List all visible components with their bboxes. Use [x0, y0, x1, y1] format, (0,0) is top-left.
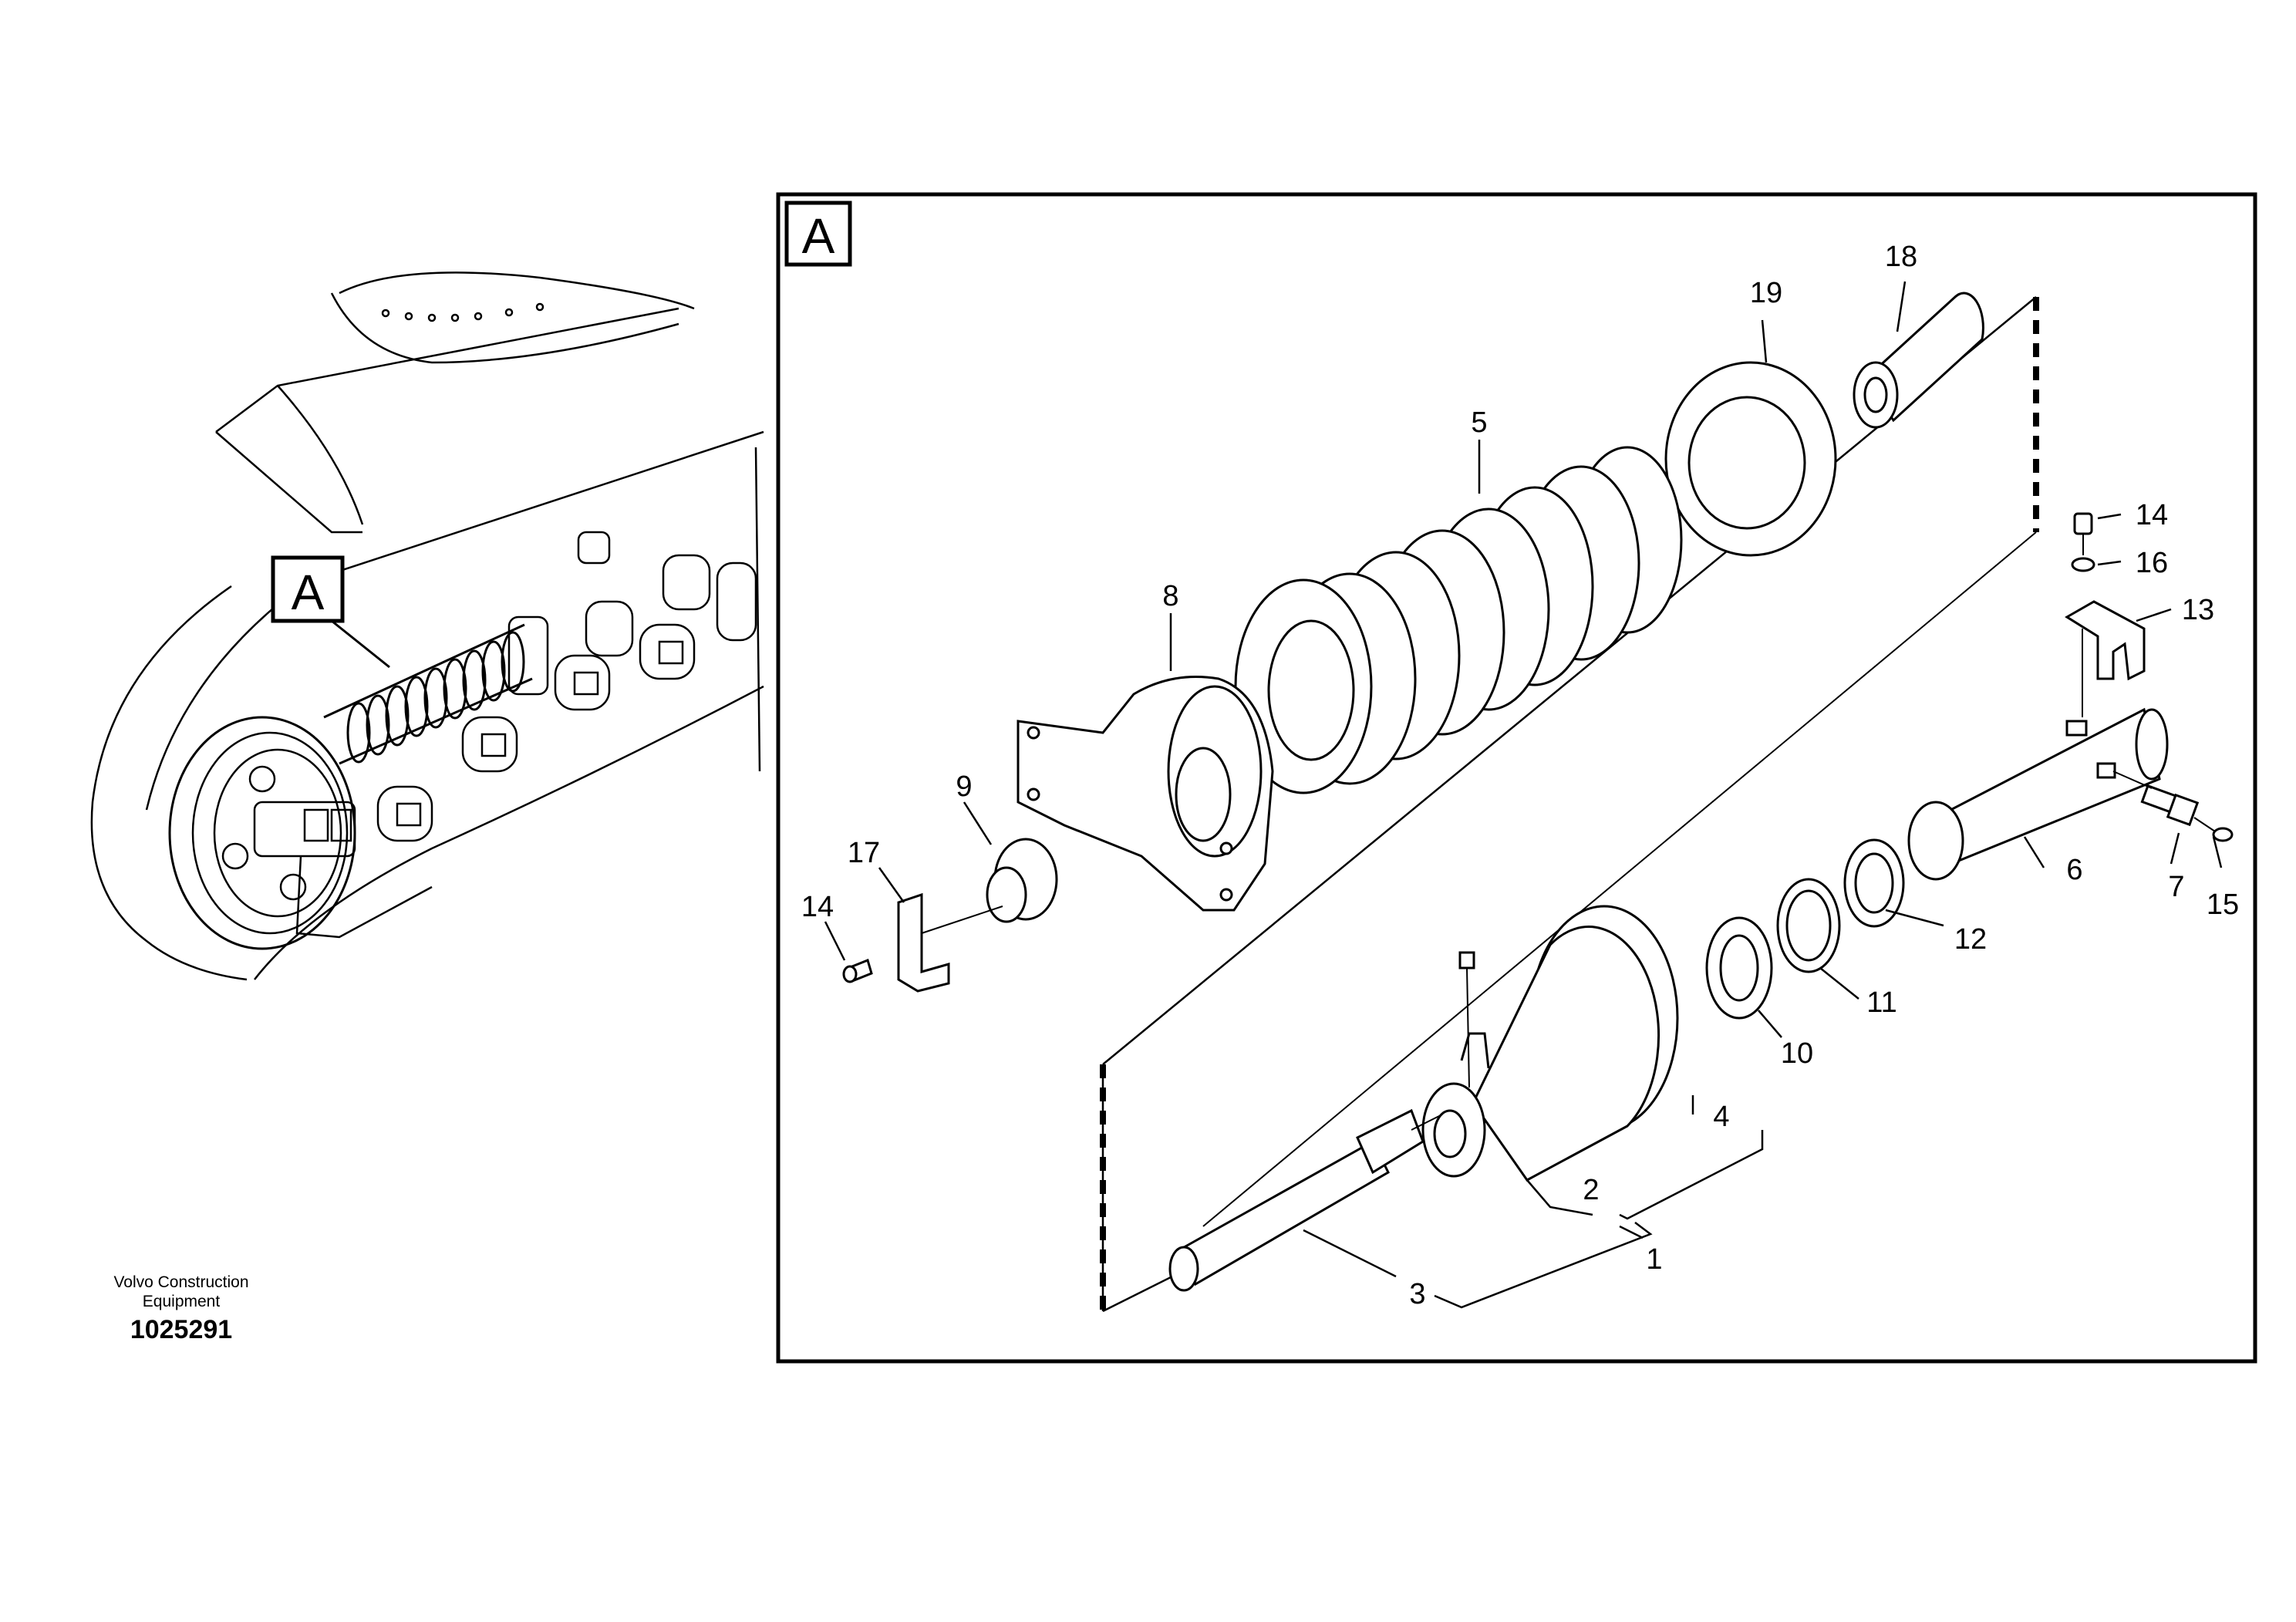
callout-15: 15 — [2207, 889, 2239, 921]
part-13-bracket — [2065, 600, 2146, 717]
callout-5: 5 — [1471, 406, 1487, 439]
part-14-bolt-left — [842, 958, 873, 983]
overview-callout-box — [271, 555, 345, 623]
part-7-fitting — [2112, 771, 2200, 827]
part-18-sleeve — [1853, 292, 1984, 429]
part-19-washer — [1664, 361, 1837, 557]
part-15-cap — [2193, 817, 2234, 842]
part-2-bolt — [1458, 951, 1475, 1088]
callout-1: 1 — [1646, 1243, 1662, 1276]
callout-19: 19 — [1750, 277, 1782, 309]
callout-14-left: 14 — [801, 891, 834, 923]
callout-10: 10 — [1781, 1037, 1813, 1070]
callout-12: 12 — [1954, 923, 1987, 956]
callout-13: 13 — [2182, 594, 2214, 626]
leader-lines — [824, 281, 2223, 1309]
callout-11: 11 — [1866, 986, 1896, 1019]
company-line-1: Volvo Construction — [113, 1273, 249, 1291]
callout-6: 6 — [2066, 854, 2082, 886]
callout-9: 9 — [956, 771, 972, 803]
part-11-ring — [1776, 878, 1841, 973]
company-line-2: Equipment — [142, 1293, 221, 1310]
callout-2: 2 — [1583, 1174, 1599, 1206]
part-8-bracket — [1017, 676, 1274, 912]
detail-view: A — [776, 192, 2257, 1364]
overview-illustration — [90, 271, 764, 981]
part-4-flange — [1421, 905, 1679, 1182]
overview-callout-label: A — [292, 565, 325, 620]
callout-16: 16 — [2136, 547, 2168, 579]
detail-frame — [776, 192, 2257, 1364]
part-10-ring — [1705, 916, 1773, 1020]
detail-label-box — [784, 201, 852, 267]
part-9-nut — [986, 838, 1058, 923]
callout-18: 18 — [1885, 241, 1917, 273]
callout-3: 3 — [1409, 1278, 1425, 1310]
callout-numbers: 18 19 5 8 9 17 14 14 16 13 6 7 15 12 11 … — [801, 241, 2239, 1310]
detail-label: A — [802, 208, 835, 264]
part-16-washer — [2071, 557, 2095, 572]
callout-14-right: 14 — [2136, 499, 2168, 531]
part-17-lockplate — [897, 892, 1003, 993]
part-5-spring — [1234, 446, 1683, 794]
part-3-rod — [1168, 1108, 1443, 1292]
callout-17: 17 — [848, 837, 880, 869]
callout-4: 4 — [1713, 1101, 1729, 1133]
overview-callout-leader — [331, 619, 390, 669]
part-6-cylinder — [1907, 707, 2169, 881]
callout-8: 8 — [1162, 580, 1178, 612]
company-name: Volvo Construction Equipment — [77, 1273, 285, 1311]
part-12-ring — [1843, 838, 1905, 928]
document-number: 1025291 — [130, 1315, 233, 1344]
overview-callout-group: A — [271, 555, 390, 669]
callout-7: 7 — [2168, 871, 2184, 903]
part-14-bolt-right — [2073, 512, 2093, 555]
